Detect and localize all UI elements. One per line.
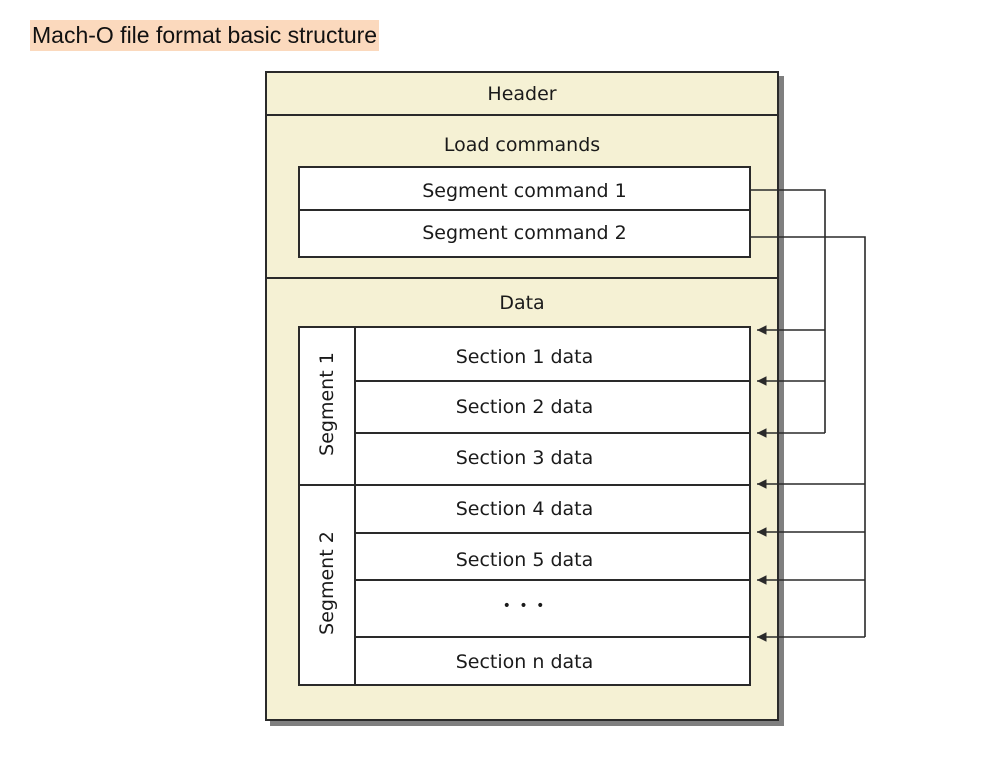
data-box [298,326,751,686]
segment-command-1-connector [751,189,826,433]
segment-divider [298,484,751,486]
section-2-data: Section 2 data [455,396,594,418]
load-commands-label: Load commands [443,134,601,156]
section-divider [354,579,751,581]
segment-commands-divider [298,209,751,211]
load-commands-divider [265,277,779,279]
section-divider [354,432,751,434]
header-divider [265,114,779,116]
page-title: Mach-O file format basic structure [30,20,380,51]
section-4-data: Section 4 data [455,498,594,520]
data-label: Data [499,292,545,314]
section-divider [354,532,751,534]
section-1-data: Section 1 data [455,346,594,368]
segment-column-divider [354,326,356,686]
segment-command-2: Segment command 2 [422,222,627,244]
section-3-data: Section 3 data [455,447,594,469]
section-divider [354,380,751,382]
section-5-data: Section 5 data [455,549,594,571]
section-ellipsis: • • • [502,598,547,614]
segment-commands-box [298,166,751,258]
segment-command-1: Segment command 1 [422,180,627,202]
header-label: Header [487,83,557,105]
segment-command-2-connector [751,236,866,637]
section-n-data: Section n data [455,651,594,673]
section-divider [354,636,751,638]
